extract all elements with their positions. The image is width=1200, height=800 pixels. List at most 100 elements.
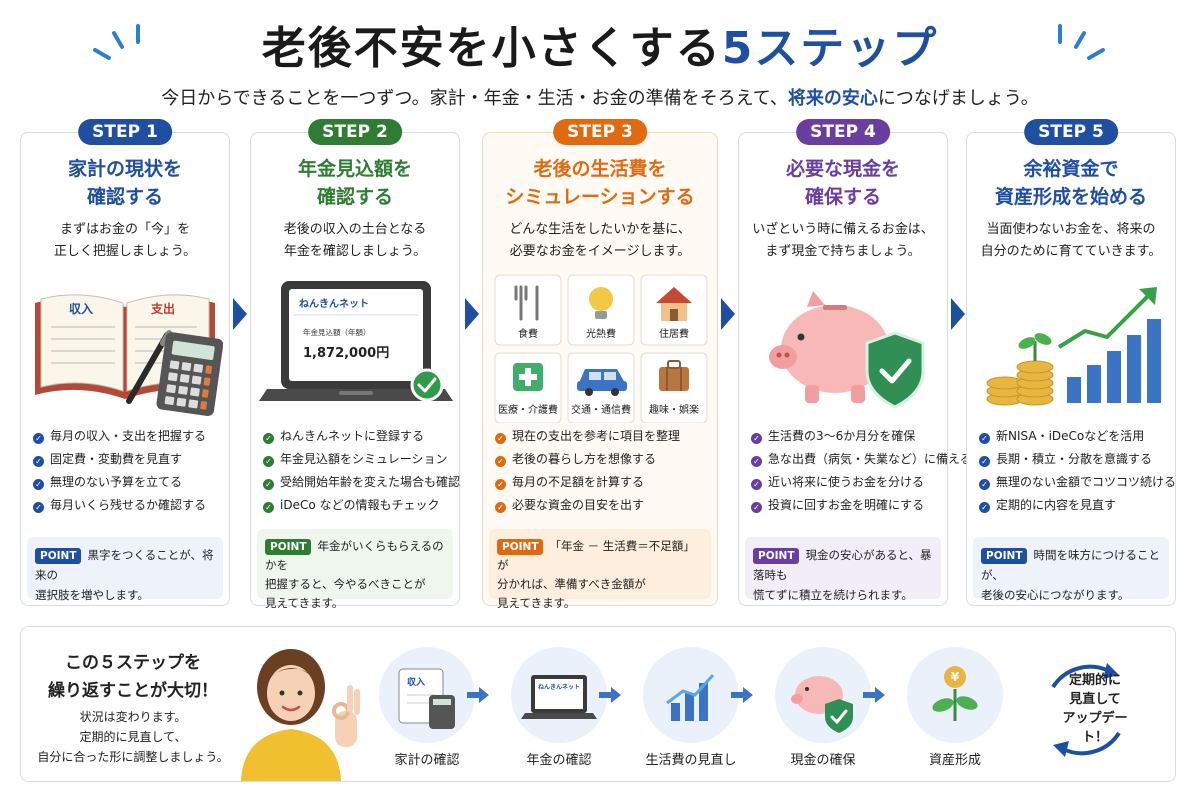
- ledger-calculator-illustration: 収入 支出: [35, 294, 223, 417]
- flow-step-5: ¥ 資産形成: [907, 647, 1003, 768]
- check-icon: ✓: [263, 502, 274, 513]
- step-badge: STEP 1: [78, 119, 172, 145]
- flow-notebook-label: 収入: [407, 676, 425, 688]
- calculator-icon: [156, 332, 223, 417]
- step-description: まずはお金の「今」を正しく把握しましょう。: [53, 222, 197, 259]
- flow-site-label: ねんきんネット: [538, 683, 580, 691]
- coin-stack-icon: [986, 360, 1054, 406]
- check-icon: ✓: [33, 502, 44, 513]
- step-description: どんな生活をしたいかを基に、必要なお金をイメージします。: [509, 222, 691, 259]
- step-card-1: STEP 1 家計の現状を確認する まずはお金の「今」を正しく把握しましょう。 …: [20, 119, 230, 606]
- flow-arrow-icon: [863, 687, 885, 703]
- flow-step-1: 収入 家計の確認: [379, 647, 475, 768]
- step-title: 家計の現状を確認する: [67, 158, 182, 208]
- check-icon: ✓: [751, 456, 762, 467]
- list-item: ✓近い将来に使うお金を分ける: [751, 471, 943, 494]
- step-arrow-icon: [721, 298, 735, 330]
- step-description: いざという時に備えるお金は、まず現金で持ちましょう。: [752, 222, 934, 259]
- step-badge: STEP 2: [308, 119, 402, 145]
- point-label: POINT: [35, 548, 82, 564]
- laptop-illustration: ねんきんネット 年金見込額（年額） 1,872,000円: [259, 281, 453, 402]
- ok-hand-icon: [332, 685, 360, 747]
- page-subtitle: 今日からできることを一つずつ。家計・年金・生活・お金の準備をそろえて、将来の安心…: [161, 88, 1039, 109]
- flow-arrow-icon: [599, 687, 621, 703]
- point-box: POINT「年金 － 生活費＝不足額」が分かれば、準備すべき金額が見えてきます。: [489, 529, 711, 610]
- step-card-3: STEP 3 老後の生活費をシミュレーションする どんな生活をしたいかを基に、必…: [482, 119, 718, 610]
- check-icon: ✓: [263, 433, 274, 444]
- ledger-expense-label: 支出: [150, 301, 175, 316]
- list-item: ✓無理のない金額でコツコツ続ける: [979, 471, 1176, 494]
- list-item: ✓急な出費（病気・失業など）に備える: [751, 448, 972, 471]
- shield-check-icon: [865, 331, 925, 409]
- check-icon: ✓: [263, 479, 274, 490]
- tile-label: 食費: [518, 327, 538, 340]
- point-label: POINT: [265, 539, 312, 555]
- step-badge: STEP 3: [553, 119, 647, 145]
- list-item: ✓長期・積立・分散を意識する: [979, 448, 1171, 471]
- cycle-description: 状況は変わります。定期的に見直して、自分に合った形に調整しましょう。: [37, 710, 229, 764]
- woman-ok-illustration: [241, 649, 360, 781]
- check-icon: ✓: [751, 433, 762, 444]
- fork-knife-icon: [514, 285, 539, 321]
- list-item: ✓無理のない予算を立てる: [33, 471, 225, 494]
- growth-illustration: [986, 287, 1161, 406]
- tile-label: 住居費: [659, 327, 689, 340]
- step-badge: STEP 5: [1024, 119, 1118, 145]
- point-label: POINT: [981, 548, 1028, 564]
- list-item: ✓毎月いくら残せるか確認する: [33, 494, 225, 517]
- growth-arrow-icon: [1057, 287, 1157, 349]
- living-cost-tiles: 食費 光熱費 住居費 医療・介護費 交通・通信費 趣味・娯楽: [494, 274, 708, 423]
- flow-step-4: 現金の確保: [775, 647, 871, 768]
- step-checklist: ✓新NISA・iDeCoなどを活用 ✓長期・積立・分散を意識する ✓無理のない金…: [979, 425, 1176, 517]
- step-card-4: STEP 4 必要な現金を確保する いざという時に備えるお金は、まず現金で持ちま…: [738, 119, 972, 606]
- check-icon: ✓: [33, 479, 44, 490]
- sparkle-left-icon: [92, 20, 152, 70]
- flow-label: 年金の確認: [526, 753, 592, 768]
- tile-label: 医療・介護費: [498, 403, 558, 416]
- list-item: ✓毎月の収入・支出を把握する: [33, 425, 225, 448]
- step-card-5: STEP 5 余裕資金で資産形成を始める 当面使わないお金を、将来の自分のために…: [966, 119, 1176, 606]
- check-icon: ✓: [979, 433, 990, 444]
- list-item: ✓必要な資金の目安を出す: [495, 494, 687, 517]
- step-title: 必要な現金を確保する: [785, 158, 900, 208]
- step-checklist: ✓毎月の収入・支出を把握する ✓固定費・変動費を見直す ✓無理のない予算を立てる…: [33, 425, 225, 517]
- list-item: ✓投資に回すお金を明確にする: [751, 494, 943, 517]
- flow-step-3: 生活費の見直し: [643, 647, 739, 768]
- list-item: ✓ねんきんネットに登録する: [263, 425, 455, 448]
- step-title: 年金見込額を確認する: [297, 158, 412, 208]
- step-arrow-icon: [233, 298, 247, 330]
- flow-label: 資産形成: [928, 753, 981, 768]
- step-checklist: ✓ねんきんネットに登録する ✓年金見込額をシミュレーション ✓受給開始年齢を変え…: [263, 425, 460, 517]
- sprout-icon: [1018, 333, 1052, 361]
- check-icon: ✓: [33, 456, 44, 467]
- check-icon: ✓: [751, 502, 762, 513]
- pension-estimate-amount: 1,872,000円: [303, 346, 389, 361]
- piggy-bank-illustration: [769, 291, 925, 409]
- flow-label: 家計の確認: [394, 753, 460, 768]
- point-label: POINT: [753, 548, 800, 564]
- cycle-caption: 定期的に見直してアップデート！: [1062, 673, 1128, 745]
- check-icon: ✓: [979, 479, 990, 490]
- list-item: ✓生活費の3～6か月分を確保: [751, 425, 943, 448]
- flow-arrow-icon: [731, 687, 753, 703]
- list-item: ✓iDeCo などの情報もチェック: [263, 494, 455, 517]
- notebook-calculator-icon: 収入: [398, 668, 455, 729]
- list-item: ✓固定費・変動費を見直す: [33, 448, 225, 471]
- step-badge: STEP 4: [796, 119, 890, 145]
- page-title: 老後不安を小さくする5ステップ: [261, 23, 939, 74]
- laptop-icon: ねんきんネット: [521, 675, 597, 719]
- flow-label: 現金の確保: [790, 753, 856, 768]
- point-label: POINT: [497, 539, 544, 555]
- step-arrow-icon: [951, 298, 965, 330]
- house-icon: [656, 287, 692, 321]
- cycle-panel: この５ステップを繰り返すことが大切！ 状況は変わります。定期的に見直して、自分に…: [20, 626, 1176, 782]
- medical-cross-icon: [513, 363, 543, 391]
- check-icon: ✓: [33, 433, 44, 444]
- list-item: ✓現在の支出を参考に項目を整理: [495, 425, 687, 448]
- list-item: ✓新NISA・iDeCoなどを活用: [979, 425, 1171, 448]
- list-item: ✓老後の暮らし方を想像する: [495, 448, 687, 471]
- check-icon: ✓: [495, 433, 506, 444]
